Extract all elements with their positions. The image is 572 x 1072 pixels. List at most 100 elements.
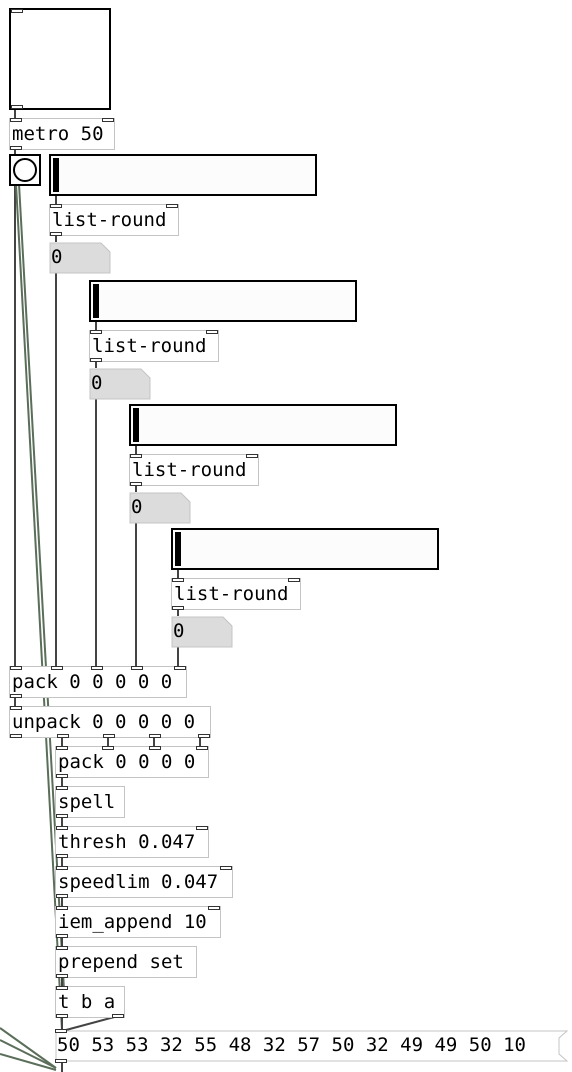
inlet[interactable] — [149, 746, 161, 750]
outlet[interactable] — [130, 482, 142, 486]
spell-object[interactable]: spell — [55, 786, 125, 818]
object-label: thresh 0.047 — [58, 831, 196, 853]
inlet[interactable] — [220, 866, 232, 870]
number-value: 0 — [131, 496, 143, 518]
outlet[interactable] — [90, 358, 102, 362]
outlet[interactable] — [57, 734, 69, 738]
outlet[interactable] — [112, 1014, 124, 1018]
list-round-object-4[interactable]: list-round — [171, 578, 301, 610]
inlet[interactable] — [11, 9, 23, 13]
outlet[interactable] — [103, 734, 115, 738]
slider-knob[interactable] — [133, 408, 139, 442]
outlet[interactable] — [56, 814, 68, 818]
inlet[interactable] — [56, 866, 68, 870]
toggle[interactable] — [9, 8, 111, 110]
inlet[interactable] — [196, 826, 208, 830]
hslider-4[interactable] — [171, 528, 439, 570]
inlet[interactable] — [56, 826, 68, 830]
number-box-2[interactable]: 0 — [89, 368, 151, 400]
inlet[interactable] — [56, 906, 68, 910]
list-round-object-3[interactable]: list-round — [129, 454, 259, 486]
hslider-2[interactable] — [89, 280, 357, 322]
inlet[interactable] — [131, 666, 143, 670]
inlet[interactable] — [55, 1029, 67, 1033]
metro-object[interactable]: metro 50 — [9, 118, 115, 150]
speedlim-object[interactable]: speedlim 0.047 — [55, 866, 233, 898]
outlet[interactable] — [172, 606, 184, 610]
cord — [0, 1039, 57, 1069]
object-label: list-round — [92, 335, 207, 357]
prepend-object[interactable]: prepend set — [55, 946, 197, 978]
object-label: iem_append 10 — [58, 911, 207, 933]
outlet[interactable] — [10, 694, 22, 698]
object-label: list-round — [174, 583, 289, 605]
object-label: spell — [58, 791, 116, 813]
inlet[interactable] — [10, 118, 22, 122]
outlet[interactable] — [149, 734, 161, 738]
inlet[interactable] — [208, 906, 220, 910]
outlet[interactable] — [10, 734, 22, 738]
list-round-object-1[interactable]: list-round — [49, 204, 179, 236]
object-label: prepend set — [58, 951, 184, 973]
outlet[interactable] — [56, 774, 68, 778]
cord — [15, 183, 63, 1031]
inlet[interactable] — [130, 454, 142, 458]
trigger-object[interactable]: t b a — [55, 986, 125, 1018]
inlet[interactable] — [166, 204, 178, 208]
hslider-1[interactable] — [49, 154, 317, 196]
outlet[interactable] — [55, 1059, 67, 1063]
bang-circle-icon — [13, 158, 37, 182]
inlet[interactable] — [246, 454, 258, 458]
object-label: unpack 0 0 0 0 0 — [12, 711, 196, 733]
inlet[interactable] — [10, 666, 22, 670]
object-label: t b a — [58, 991, 116, 1013]
cord — [0, 1053, 57, 1071]
inlet[interactable] — [50, 204, 62, 208]
inlet[interactable] — [288, 578, 300, 582]
hslider-3[interactable] — [129, 404, 397, 446]
message-box[interactable]: 50 53 53 32 55 48 32 57 50 32 49 49 50 1… — [55, 1029, 569, 1063]
slider-knob[interactable] — [53, 158, 59, 192]
inlet[interactable] — [196, 746, 208, 750]
inlet[interactable] — [206, 330, 218, 334]
inlet[interactable] — [56, 946, 68, 950]
inlet[interactable] — [10, 706, 22, 710]
number-box-1[interactable]: 0 — [49, 242, 111, 274]
inlet[interactable] — [90, 330, 102, 334]
slider-knob[interactable] — [93, 284, 99, 318]
object-label: speedlim 0.047 — [58, 871, 219, 893]
inlet[interactable] — [56, 786, 68, 790]
inlet[interactable] — [102, 118, 114, 122]
cord — [65, 1015, 119, 1031]
thresh-object[interactable]: thresh 0.047 — [55, 826, 209, 858]
outlet[interactable] — [56, 934, 68, 938]
outlet[interactable] — [56, 894, 68, 898]
number-box-3[interactable]: 0 — [129, 492, 191, 524]
inlet[interactable] — [56, 986, 68, 990]
object-label: list-round — [132, 459, 247, 481]
inlet[interactable] — [102, 746, 114, 750]
inlet[interactable] — [51, 666, 63, 670]
number-value: 0 — [51, 246, 63, 268]
pack-object[interactable]: pack 0 0 0 0 0 — [9, 666, 187, 698]
list-round-object-2[interactable]: list-round — [89, 330, 219, 362]
object-label: list-round — [52, 209, 167, 231]
pack-object-2[interactable]: pack 0 0 0 0 — [55, 746, 209, 778]
outlet[interactable] — [10, 146, 22, 150]
unpack-object[interactable]: unpack 0 0 0 0 0 — [9, 706, 211, 738]
outlet[interactable] — [56, 854, 68, 858]
iem-append-object[interactable]: iem_append 10 — [55, 906, 221, 938]
outlet[interactable] — [198, 734, 210, 738]
outlet[interactable] — [50, 232, 62, 236]
number-box-4[interactable]: 0 — [171, 616, 233, 648]
outlet[interactable] — [56, 974, 68, 978]
inlet[interactable] — [56, 746, 68, 750]
outlet[interactable] — [56, 1014, 68, 1018]
inlet[interactable] — [91, 666, 103, 670]
bang[interactable] — [9, 154, 41, 186]
slider-knob[interactable] — [175, 532, 181, 566]
inlet[interactable] — [172, 578, 184, 582]
inlet[interactable] — [174, 666, 186, 670]
outlet[interactable] — [11, 105, 23, 109]
object-label: pack 0 0 0 0 — [58, 751, 196, 773]
